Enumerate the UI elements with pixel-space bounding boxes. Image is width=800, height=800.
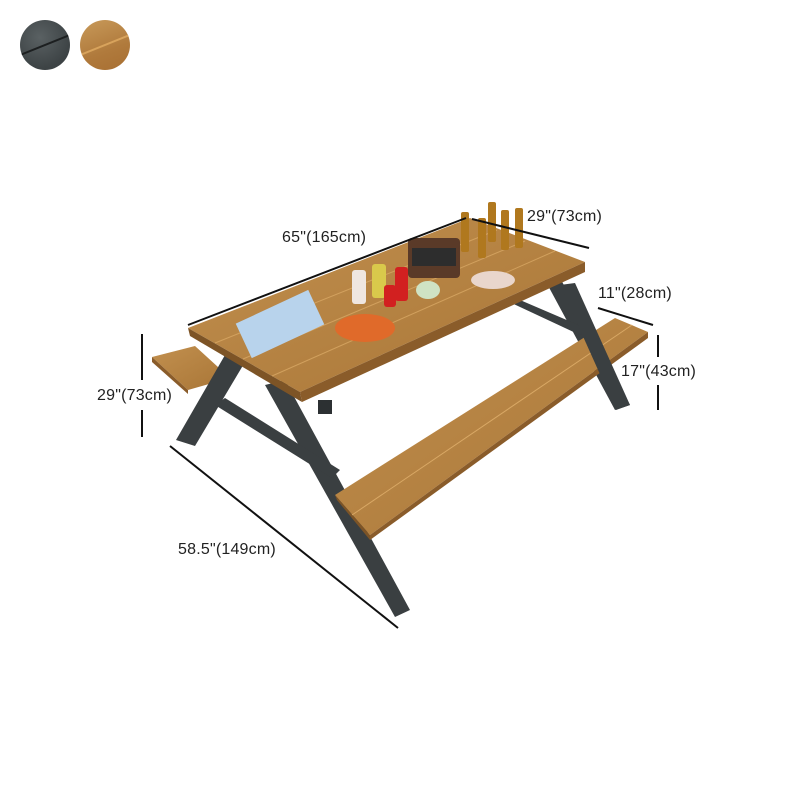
right-bench	[335, 318, 648, 535]
dimension-bench-height: 17"(43cm)	[621, 363, 697, 380]
left-bench	[152, 346, 230, 390]
color-swatch-dark-gray[interactable]	[20, 20, 70, 70]
dimension-bench-width: 11"(28cm)	[598, 285, 672, 302]
dimension-table-length: 65"(165cm)	[282, 229, 367, 246]
dimension-table-width: 29"(73cm)	[527, 208, 603, 225]
dimension-table-height: 29"(73cm)	[97, 387, 173, 404]
dimension-overall-depth: 58.5"(149cm)	[178, 541, 276, 558]
dimension-lines	[141, 217, 659, 629]
color-swatch-wood[interactable]	[80, 20, 130, 70]
table-items	[235, 202, 523, 359]
